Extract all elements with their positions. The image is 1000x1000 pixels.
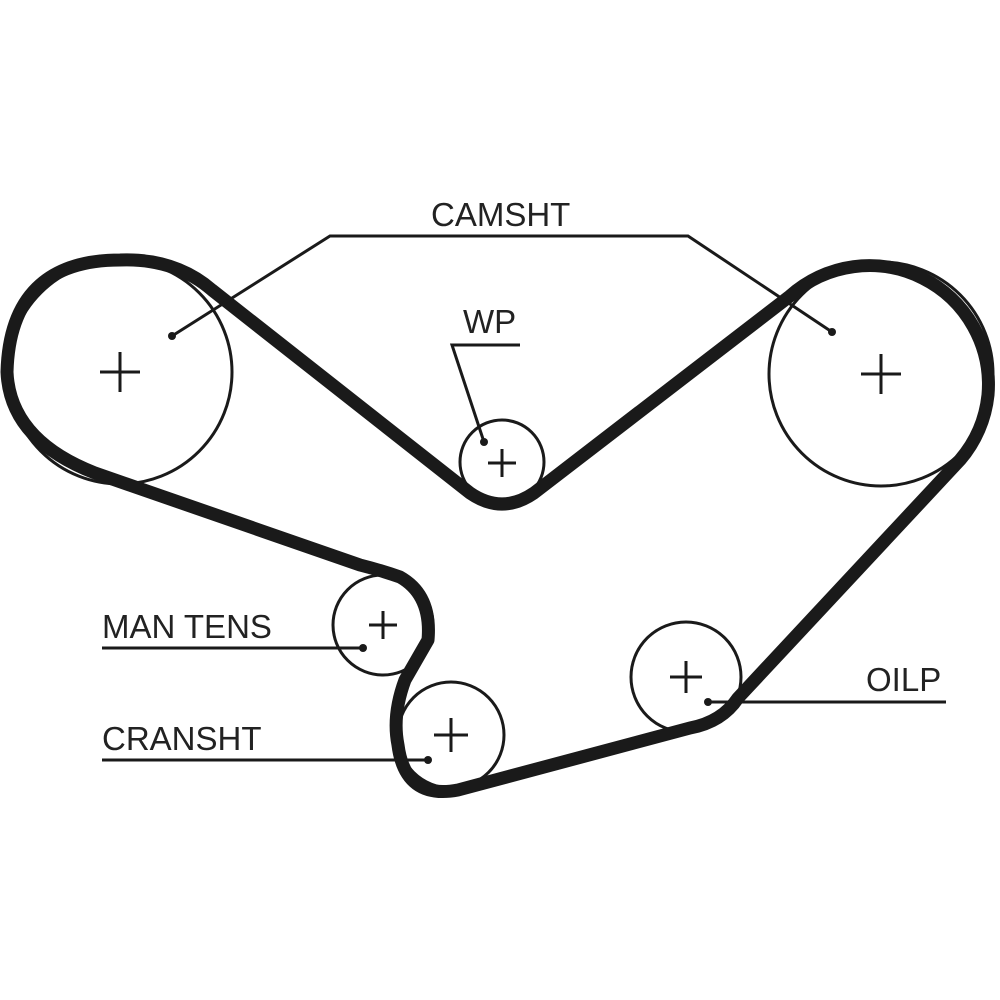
leader-water-pump — [449, 343, 520, 443]
leader-dot-water-pump — [480, 438, 488, 446]
label-water-pump: WP — [463, 303, 516, 340]
label-manual-tensioner: MAN TENS — [102, 608, 272, 645]
leader-dot-oil-pump — [704, 698, 712, 706]
label-camshaft: CAMSHT — [431, 196, 570, 233]
timing-belt — [0, 253, 995, 798]
label-crankshaft: CRANSHT — [102, 720, 262, 757]
leader-camshaft-left — [171, 234, 833, 338]
label-oil-pump: OILP — [866, 661, 941, 698]
center-mark-water-pump — [488, 449, 516, 477]
center-mark-camshaft-left — [100, 352, 140, 392]
leader-dot-crankshaft — [424, 756, 432, 764]
center-mark-manual-tensioner — [369, 611, 397, 639]
leader-dot-camshaft-right — [828, 328, 836, 336]
center-mark-oil-pump — [670, 661, 702, 693]
leader-dot-manual-tensioner — [359, 644, 367, 652]
center-mark-crankshaft — [434, 718, 468, 752]
center-mark-camshaft-right — [861, 354, 901, 394]
leader-dot-camshaft-left — [168, 332, 176, 340]
